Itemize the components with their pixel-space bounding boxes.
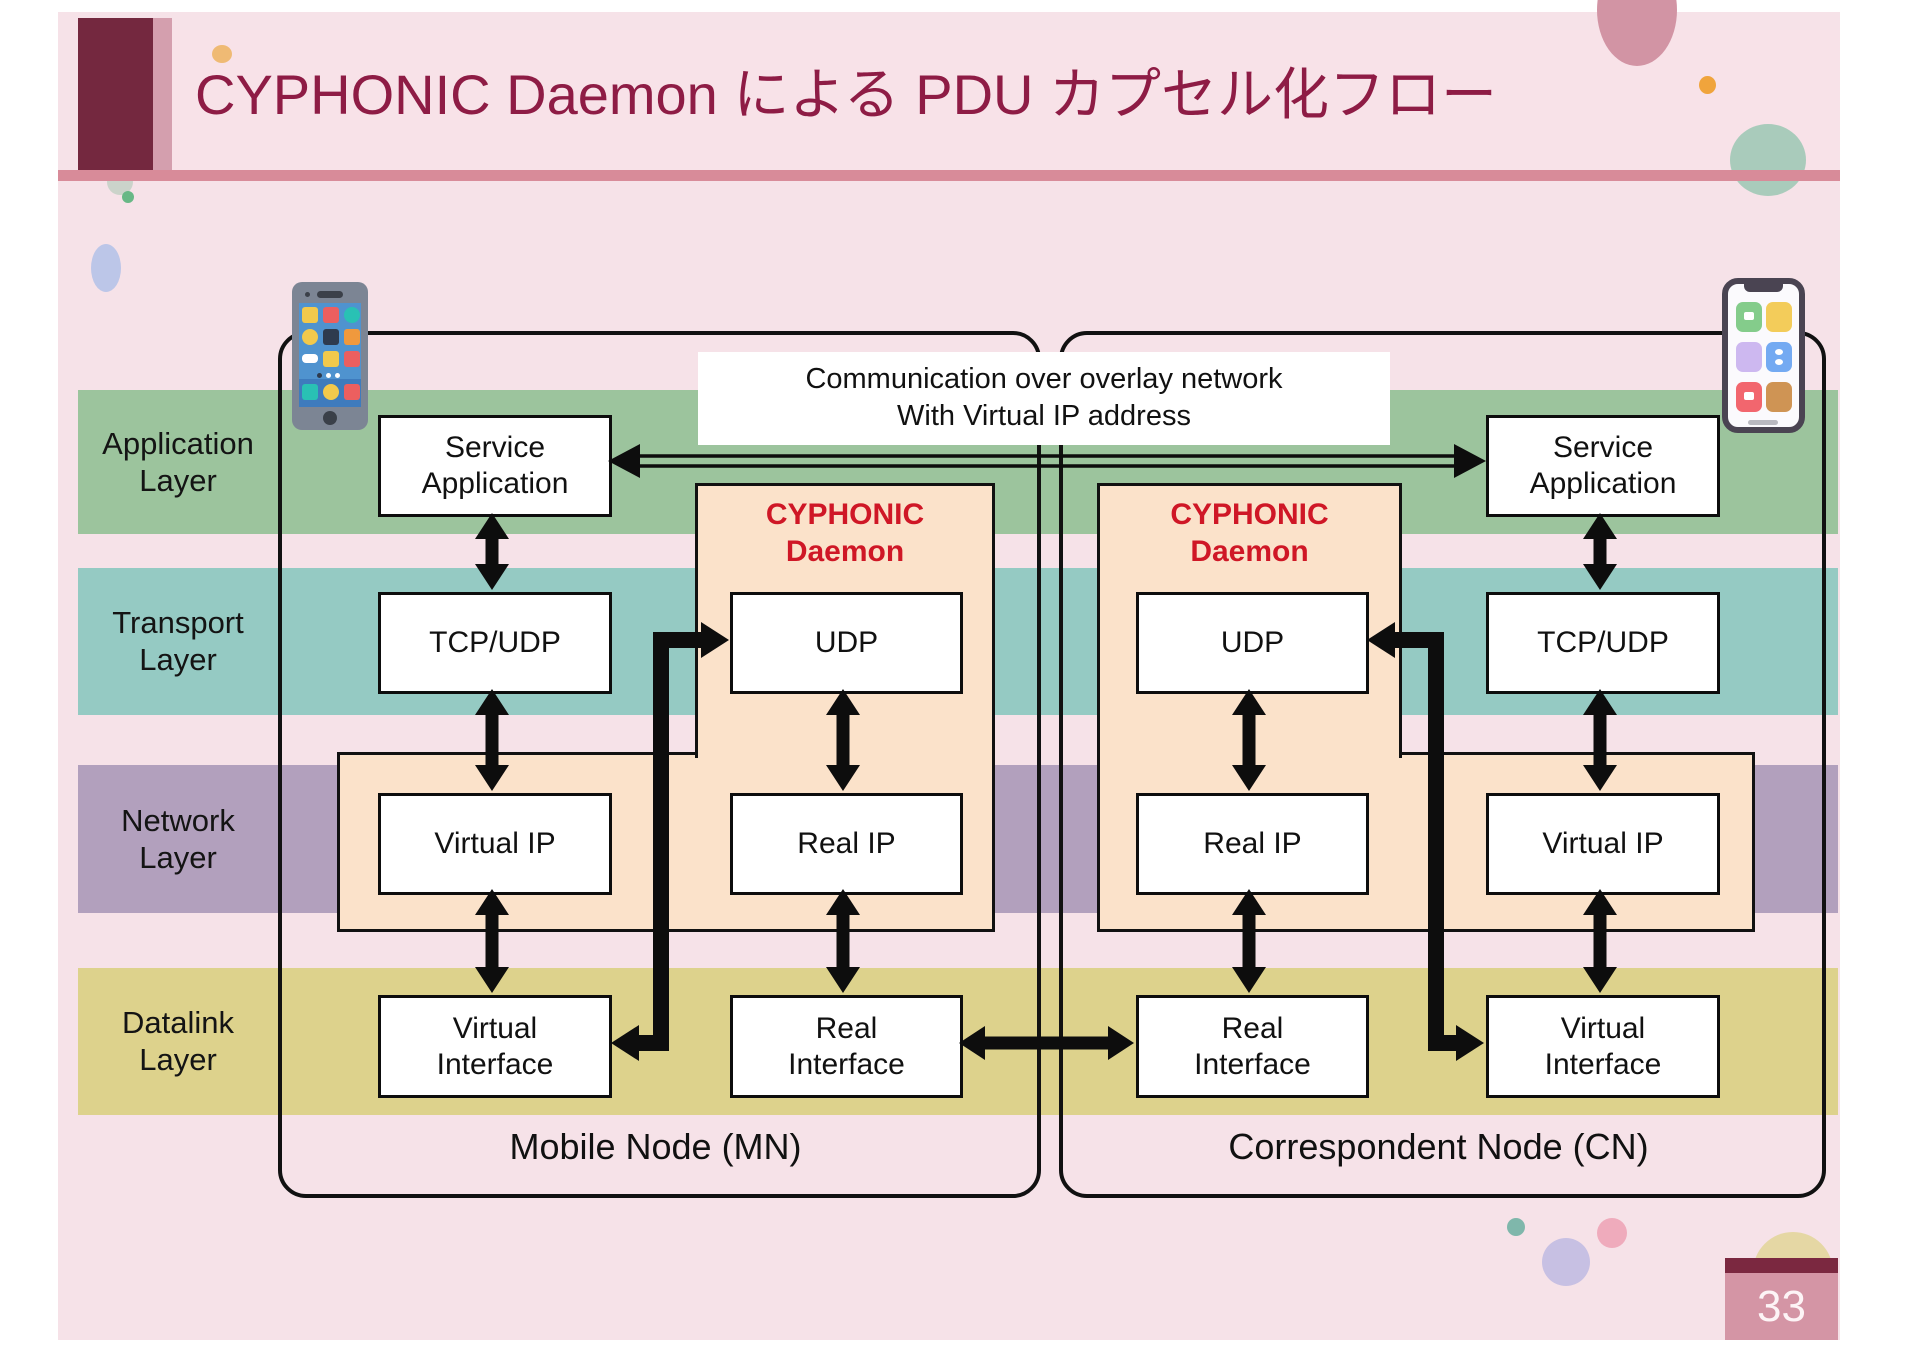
decor-circle	[1542, 1238, 1590, 1286]
cn-daemon-real-ip-box: Real IP	[1136, 793, 1369, 895]
mn-tcp-udp-box: TCP/UDP	[378, 592, 612, 694]
cn-service-application-box: Service Application	[1486, 415, 1720, 517]
mn-smartphone-icon	[292, 282, 368, 430]
decor-circle	[212, 45, 232, 63]
mobile-node-outline	[278, 331, 1041, 1198]
cn-daemon-title: CYPHONIC Daemon	[1170, 498, 1329, 568]
overlay-note-line2: With Virtual IP address	[897, 400, 1191, 432]
mn-daemon-title: CYPHONIC Daemon	[765, 498, 925, 568]
mn-daemon-real-interface-box: Real Interface	[730, 995, 963, 1098]
overlay-network-note: Communication over overlay network With …	[698, 352, 1390, 445]
label-network-layer: Network Layer	[121, 803, 235, 875]
cn-virtual-interface-box: Virtual Interface	[1486, 995, 1720, 1098]
label-datalink-layer: Datalink Layer	[122, 1005, 234, 1077]
mn-virtual-interface-box: Virtual Interface	[378, 995, 612, 1098]
correspondent-node-outline	[1059, 331, 1826, 1198]
page-badge-box	[1725, 1273, 1838, 1340]
decor-circle	[1597, 1218, 1627, 1248]
mn-daemon-udp-box: UDP	[730, 592, 963, 694]
decor-circle	[91, 244, 121, 292]
cn-smartphone-icon	[1722, 278, 1805, 433]
mobile-node-label: Mobile Node (MN)	[509, 1126, 802, 1167]
page-title: CYPHONIC Daemon による PDU カプセル化フロー	[195, 63, 1498, 126]
title-accent-block	[78, 18, 153, 177]
decor-circle	[122, 191, 134, 203]
correspondent-node-label: Correspondent Node (CN)	[1228, 1126, 1649, 1167]
page-number: 33	[1757, 1282, 1806, 1331]
decor-circle	[1699, 76, 1716, 94]
cn-daemon-udp-box: UDP	[1136, 592, 1369, 694]
label-transport-layer: Transport Layer	[112, 605, 244, 677]
title-accent-stripe	[153, 18, 172, 177]
decor-circle	[1507, 1218, 1525, 1236]
title-banner	[172, 30, 1840, 170]
label-application-layer: Application Layer	[102, 426, 254, 498]
cn-tcp-udp-box: TCP/UDP	[1486, 592, 1720, 694]
page-badge-bar	[1725, 1258, 1838, 1273]
mn-daemon-real-ip-box: Real IP	[730, 793, 963, 895]
mn-service-application-box: Service Application	[378, 415, 612, 517]
mn-virtual-ip-box: Virtual IP	[378, 793, 612, 895]
overlay-note-line1: Communication over overlay network	[805, 363, 1283, 395]
title-underline-bar	[58, 170, 1840, 181]
cn-virtual-ip-box: Virtual IP	[1486, 793, 1720, 895]
decor-circle	[1730, 124, 1806, 196]
cn-daemon-real-interface-box: Real Interface	[1136, 995, 1369, 1098]
